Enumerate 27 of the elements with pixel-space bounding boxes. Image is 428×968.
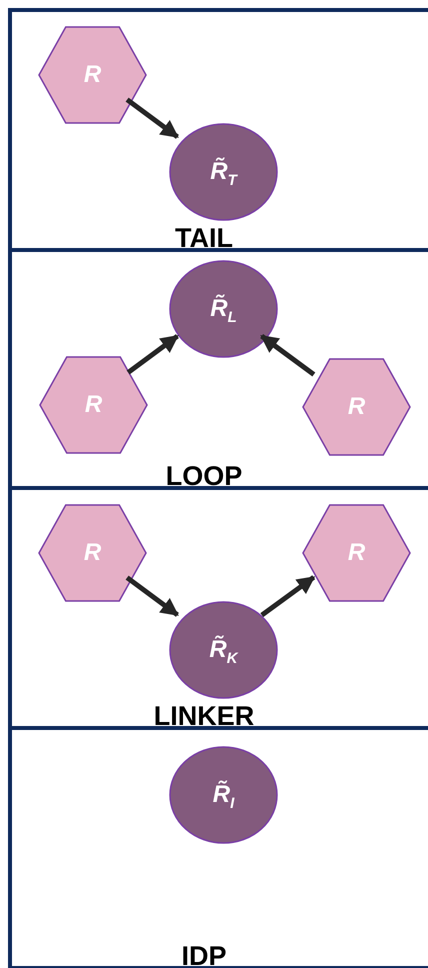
node-label: R: [84, 63, 102, 87]
ellipse: [169, 123, 278, 221]
ellipse: [169, 260, 278, 358]
node-label: R̃$_{K}$: [209, 638, 238, 662]
arrow: [126, 98, 179, 139]
hexagon: [38, 504, 147, 602]
panel-title: TAIL: [175, 225, 233, 252]
node-label: R: [348, 395, 366, 419]
hexagon: [39, 356, 148, 454]
arrow: [126, 334, 179, 374]
node-label: R̃$_{T}$: [210, 160, 237, 184]
arrow: [260, 334, 316, 377]
hexagon: [302, 504, 411, 602]
arrow: [260, 575, 316, 618]
node-label: R̃$_{I}$: [212, 783, 234, 807]
node-label: R: [84, 393, 102, 417]
node-label: R: [348, 541, 366, 565]
hexagon: [302, 358, 411, 456]
panel-title: LINKER: [154, 703, 254, 730]
node-label: R̃$_{L}$: [210, 297, 237, 321]
ellipse: [169, 601, 278, 699]
node-label: R: [84, 541, 102, 565]
ellipse: [169, 746, 278, 844]
panel-title: LOOP: [166, 463, 242, 490]
hexagon: [38, 26, 147, 124]
arrow: [126, 576, 179, 617]
panel-title: IDP: [182, 943, 226, 968]
